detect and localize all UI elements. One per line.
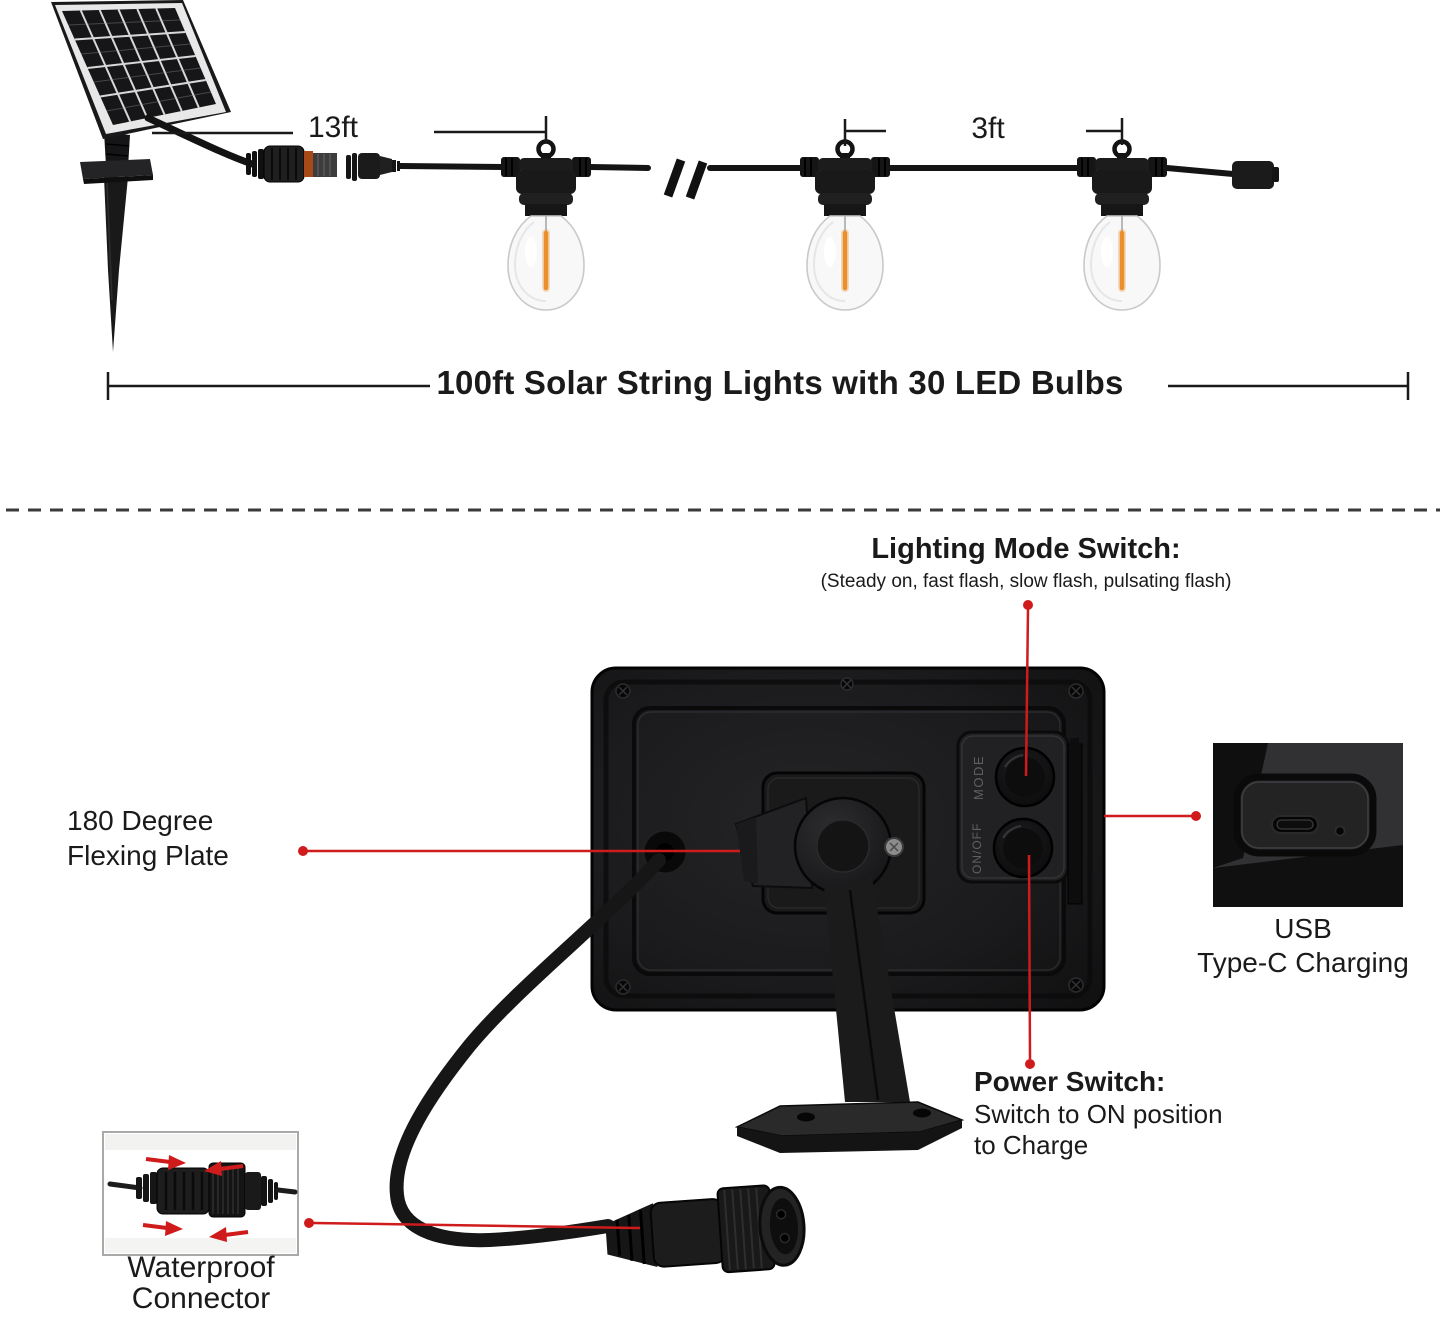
usb-label-line2: Type-C Charging (1197, 947, 1409, 978)
lighting-mode-subtitle: (Steady on, fast flash, slow flash, puls… (820, 571, 1232, 592)
waterproof-label-line1: Waterproof (127, 1251, 275, 1284)
flexing-plate-line1: 180 Degree (67, 805, 214, 836)
mode-button-label: MODE (971, 755, 986, 800)
led-bulb-1 (501, 142, 591, 311)
dimension-lines (106, 116, 1410, 400)
usb-label-line1: USB (1274, 913, 1332, 944)
solar-panel-assembly (51, 0, 256, 352)
led-bulb-2 (800, 142, 890, 311)
dimension-label-13ft: 13ft (307, 111, 359, 144)
annotation-flexing-plate (298, 846, 740, 856)
string-end-cap (1232, 161, 1279, 189)
usb-flap (1067, 743, 1083, 905)
solar-panel-back: MODE ON/OFF (389, 666, 1106, 1274)
flexing-plate-line2: Flexing Plate (67, 840, 229, 871)
inset-push-arrows (142, 1155, 249, 1242)
flexing-plate-bracket (734, 771, 926, 1102)
waterproof-label-line2: Connector (131, 1282, 271, 1315)
string-lights (397, 142, 1279, 311)
dimension-label-3ft: 3ft (971, 112, 1005, 145)
string-plug-connectors (246, 145, 400, 183)
case-screws (615, 677, 1084, 995)
waterproof-connector-inset (102, 1131, 299, 1256)
power-switch-line1: Switch to ON position (974, 1099, 1223, 1129)
annotation-power-switch (1025, 854, 1035, 1069)
usb-label: USB Type-C Charging (1161, 912, 1445, 980)
panel-cable (144, 114, 256, 168)
waterproof-connector-label: Waterproof Connector (57, 1252, 345, 1314)
annotation-lines (298, 600, 1201, 1230)
mount-base (734, 1101, 965, 1153)
inset-connector-pair (107, 1162, 298, 1218)
power-button (992, 817, 1054, 879)
power-switch-line2: to Charge (974, 1130, 1089, 1160)
connector-orange-ring (304, 151, 313, 177)
annotation-waterproof (304, 1218, 641, 1230)
led-bulb-3 (1077, 142, 1167, 311)
annotation-usb (1104, 811, 1201, 821)
flexing-plate-label: 180 Degree Flexing Plate (67, 803, 229, 873)
usb-port-inset (1213, 743, 1403, 907)
annotation-lighting-mode (1023, 600, 1033, 777)
solar-panel (51, 0, 231, 139)
lighting-mode-title: Lighting Mode Switch: (871, 533, 1181, 565)
output-cable (389, 853, 666, 1248)
usb-c-port (1271, 815, 1319, 834)
mode-button (994, 746, 1056, 808)
total-length-label: 100ft Solar String Lights with 30 LED Bu… (436, 364, 1124, 401)
control-button-panel: MODE ON/OFF (956, 730, 1083, 905)
waterproof-plug (605, 1184, 806, 1274)
power-switch-title: Power Switch: (974, 1066, 1166, 1097)
power-switch-description: Switch to ON position to Charge (974, 1099, 1223, 1161)
break-symbol (663, 158, 708, 200)
ground-stake (104, 177, 128, 352)
onoff-button-label: ON/OFF (970, 823, 984, 874)
